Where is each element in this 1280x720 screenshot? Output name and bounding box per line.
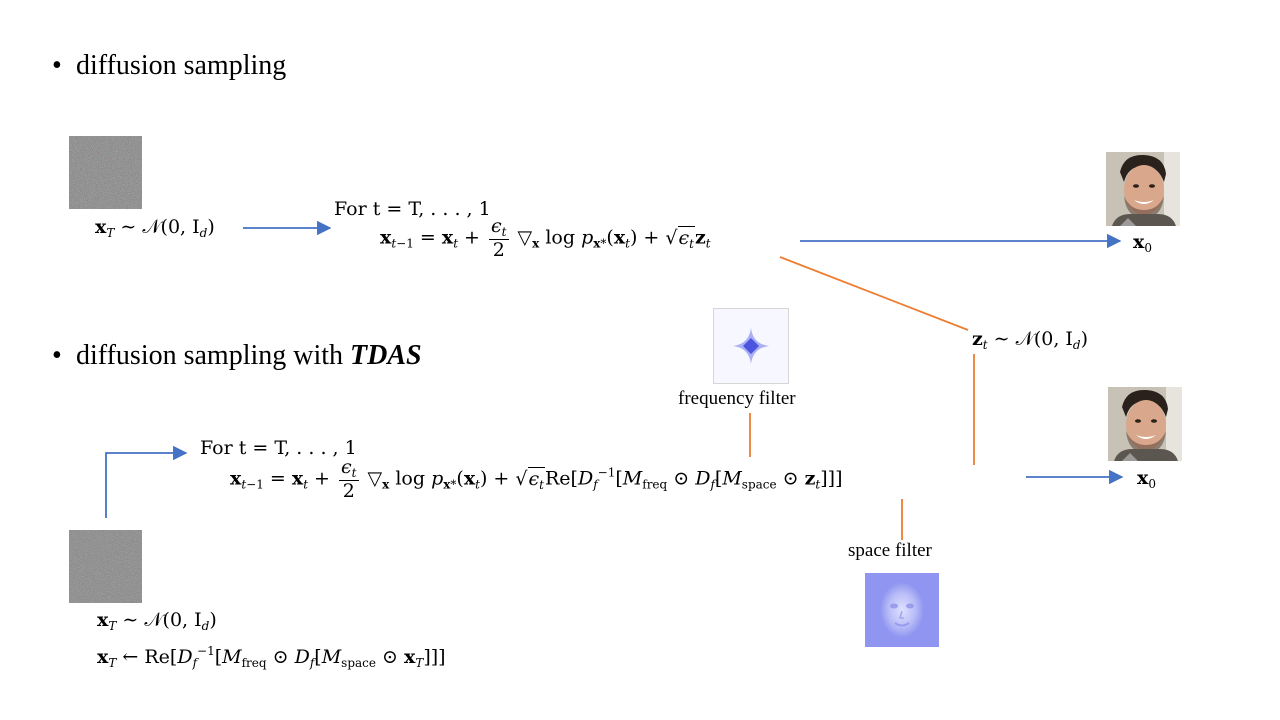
bottom-output-label: x0 (1137, 467, 1156, 491)
bullet-diffusion-sampling: • diffusion sampling (52, 52, 286, 80)
top-output-label: x0 (1133, 231, 1152, 255)
bullet-text: diffusion sampling (76, 50, 287, 81)
star-diamond-icon (733, 328, 769, 364)
noise-image-bottom (69, 530, 142, 603)
arrow-noise-to-update (105, 445, 188, 518)
bottom-init-line2: xT ← Re[Df−1[Mfreq ⊙ Df[Mspace ⊙ xT]]] (97, 644, 446, 670)
bullet-dot: • (52, 50, 62, 81)
face-photo-top (1106, 152, 1180, 226)
face-illustration (1108, 387, 1182, 461)
noise-texture (69, 136, 142, 209)
noise-image-top (69, 136, 142, 209)
face-illustration (1106, 152, 1180, 226)
face-photo-bottom (1108, 387, 1182, 461)
bullet-text: diffusion sampling with (76, 340, 351, 371)
zt-distribution-label: zt ∼ 𝒩(0, Id) (972, 328, 1089, 352)
top-init-equation: xT ∼ 𝒩(0, Id) (95, 216, 215, 240)
space-filter-image (865, 573, 939, 647)
face-mask-icon (880, 583, 924, 639)
top-for-line: For t = T, . . . , 1 (334, 198, 491, 220)
noise-texture (69, 530, 142, 603)
tdas-emphasis: TDAS (350, 340, 422, 371)
bottom-for-line: For t = T, . . . , 1 (200, 437, 357, 459)
bullet-diffusion-sampling-tdas: • diffusion sampling with TDAS (52, 342, 422, 370)
bullet-dot: • (52, 340, 62, 371)
space-filter-label: space filter (848, 540, 932, 561)
line-zt-to-label (779, 256, 969, 331)
frequency-filter-label: frequency filter (678, 388, 796, 409)
frequency-filter-image (713, 308, 789, 384)
bottom-init-line1: xT ∼ 𝒩(0, Id) (97, 609, 217, 633)
